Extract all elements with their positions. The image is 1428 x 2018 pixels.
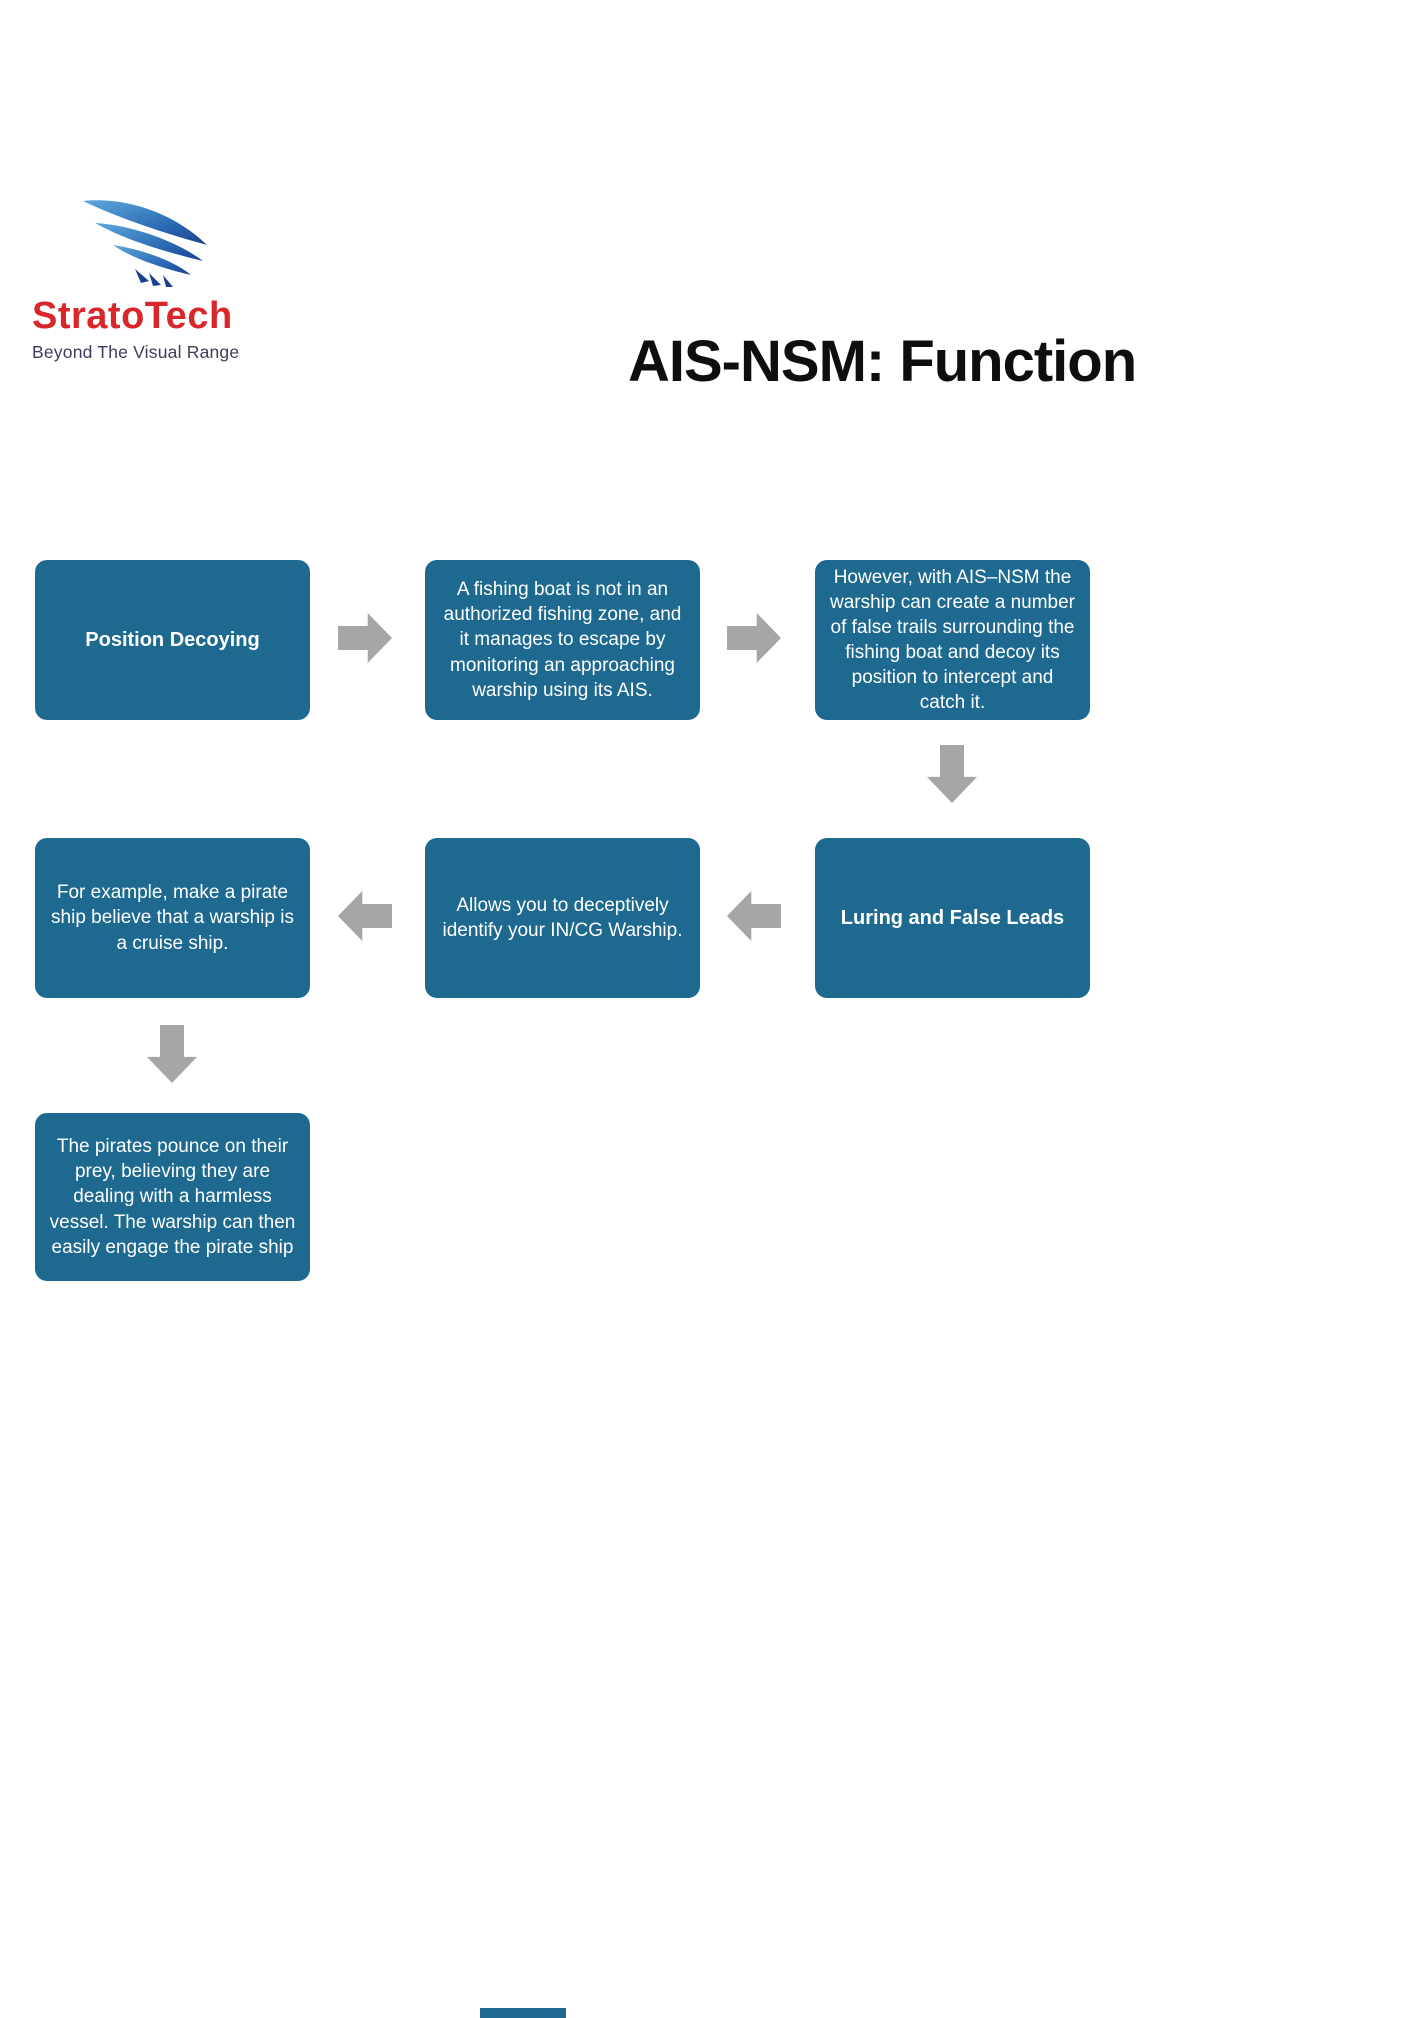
arrow-right-icon xyxy=(338,613,392,663)
wing-icon xyxy=(83,200,207,287)
flow-box-position-decoying: Position Decoying xyxy=(35,560,310,720)
page-title: AIS-NSM: Function xyxy=(628,329,1137,394)
flow-box-allows-identify: Allows you to deceptively identify your … xyxy=(425,838,700,998)
flow-box-luring-false-leads: Luring and False Leads xyxy=(815,838,1090,998)
arrow-left-icon xyxy=(338,891,392,941)
flow-box-however-ais-nsm: However, with AIS–NSM the warship can cr… xyxy=(815,560,1090,720)
arrow-right-icon xyxy=(727,613,781,663)
logo-tagline: Beyond The Visual Range xyxy=(32,342,240,362)
arrow-left-icon xyxy=(727,891,781,941)
flow-box-for-example: For example, make a pirate ship believe … xyxy=(35,838,310,998)
flow-box-fishing-boat: A fishing boat is not in an authorized f… xyxy=(425,560,700,720)
flow-box-pirates-pounce: The pirates pounce on their prey, believ… xyxy=(35,1113,310,1281)
arrow-down-icon xyxy=(927,745,977,803)
logo-brand-text: StratoTech xyxy=(32,295,233,337)
footer-bar xyxy=(480,2008,566,2018)
arrow-down-icon xyxy=(147,1025,197,1083)
